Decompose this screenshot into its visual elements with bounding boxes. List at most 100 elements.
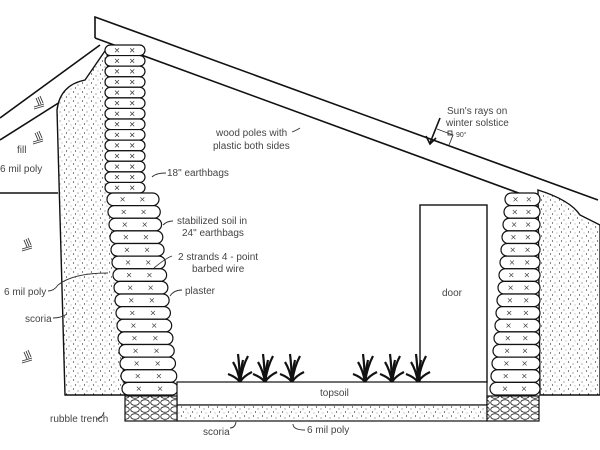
barbed-wire-mark	[123, 234, 129, 240]
barbed-wire-mark	[509, 272, 514, 278]
earthbag	[120, 369, 178, 383]
barbed-wire-mark	[114, 69, 120, 74]
barbed-wire-mark	[523, 323, 528, 328]
label-fill: fill	[17, 145, 26, 156]
earthbag	[104, 139, 146, 152]
barbed-wire-mark	[126, 272, 132, 278]
label-topsoil: topsoil	[320, 388, 349, 399]
barbed-wire-mark	[114, 132, 120, 138]
barbed-wire-mark	[130, 310, 135, 316]
barbed-wire-mark	[524, 272, 530, 278]
barbed-wire-mark	[141, 209, 146, 215]
barbed-wire-mark	[114, 48, 120, 53]
earthbag	[118, 343, 175, 358]
barbed-wire-mark	[129, 48, 135, 53]
barbed-wire-mark	[146, 260, 151, 265]
earthbag	[498, 268, 541, 282]
earthbag	[104, 86, 146, 99]
earthbag	[493, 331, 541, 346]
label-barbed-2: barbed wire	[192, 264, 245, 275]
plant-icon	[227, 353, 253, 383]
barbed-wire-mark	[114, 143, 120, 148]
plant-icon	[405, 353, 431, 383]
barbed-wire-mark	[121, 209, 126, 215]
barbed-wire-mark	[128, 298, 134, 303]
roof	[94, 15, 599, 211]
label-stabilized-2: 24" earthbags	[182, 228, 244, 239]
barbed-wire-mark	[511, 234, 516, 240]
floor-scoria	[176, 404, 488, 422]
barbed-wire-mark	[132, 335, 137, 341]
barbed-wire-mark	[134, 361, 139, 366]
barbed-wire-mark	[513, 197, 518, 202]
barbed-wire-mark	[135, 373, 140, 379]
label-sun-1: Sun's rays on	[447, 106, 507, 117]
barbed-wire-mark	[506, 323, 511, 328]
earthbag	[121, 381, 179, 396]
barbed-wire-mark	[155, 361, 160, 366]
barbed-wire-mark	[142, 222, 147, 227]
earthbag	[117, 331, 174, 346]
earthbag	[113, 280, 169, 295]
barbed-wire-mark	[525, 222, 531, 227]
earthbag	[114, 293, 170, 308]
barbed-wire-mark	[151, 323, 157, 328]
barbed-wire-mark	[133, 348, 138, 354]
barbed-wire-mark	[129, 111, 135, 116]
leader-lines	[47, 127, 306, 431]
plant-icon	[279, 353, 305, 383]
barbed-wire-mark	[154, 348, 159, 354]
earthbag	[489, 381, 541, 396]
barbed-wire-mark	[129, 100, 135, 106]
label-angle: 90°	[456, 131, 467, 139]
label-barbed-1: 2 strands 4 - point	[178, 252, 258, 263]
earthbag	[104, 160, 146, 173]
barbed-wire-mark	[149, 298, 155, 303]
barbed-wire-mark	[129, 90, 135, 95]
plant-icon	[352, 353, 378, 383]
barbed-wire-mark	[114, 79, 120, 85]
barbed-wire-mark	[150, 310, 156, 316]
barbed-wire-mark	[521, 386, 527, 391]
barbed-wire-mark	[522, 348, 528, 354]
barbed-wire-mark	[512, 209, 518, 215]
earthbag	[112, 268, 168, 282]
barbed-wire-mark	[143, 234, 149, 240]
earthbag	[109, 230, 164, 245]
earthbag	[502, 217, 541, 232]
label-scoria-floor: scoria	[203, 427, 230, 438]
barbed-wire-mark	[153, 335, 158, 341]
barbed-wire-mark	[147, 272, 152, 278]
barbed-wire-mark	[156, 373, 162, 379]
door	[419, 204, 488, 383]
barbed-wire-mark	[506, 310, 512, 316]
earthbag	[110, 242, 165, 257]
barbed-wire-mark	[129, 185, 135, 190]
barbed-wire-mark	[504, 361, 509, 366]
earthbag	[104, 54, 146, 67]
earthbag	[104, 97, 146, 110]
barbed-wire-mark	[114, 153, 120, 159]
earthbag	[490, 369, 541, 383]
earthbag	[104, 128, 146, 141]
barbed-wire-mark	[523, 310, 529, 316]
barbed-wire-mark	[148, 285, 153, 290]
barbed-wire-mark	[114, 174, 120, 180]
barbed-wire-mark	[114, 185, 120, 190]
plant-icon	[379, 353, 405, 383]
barbed-wire-mark	[127, 285, 133, 290]
barbed-wire-mark	[507, 298, 513, 303]
earthbag	[106, 192, 160, 207]
barbed-wire-mark	[140, 197, 145, 202]
earthbag	[495, 306, 541, 320]
barbed-wire-mark	[505, 335, 511, 341]
barbed-wire-mark	[144, 247, 150, 253]
label-scoria-side: scoria	[25, 314, 52, 325]
earthbag	[115, 306, 172, 320]
barbed-wire-mark	[522, 361, 527, 366]
earthbags-right	[489, 192, 541, 396]
label-poly-floor: 6 mil poly	[307, 425, 349, 436]
earthbag	[491, 356, 541, 371]
label-wood-poles-1: wood poles with	[215, 128, 287, 139]
barbed-wire-mark	[511, 222, 517, 227]
